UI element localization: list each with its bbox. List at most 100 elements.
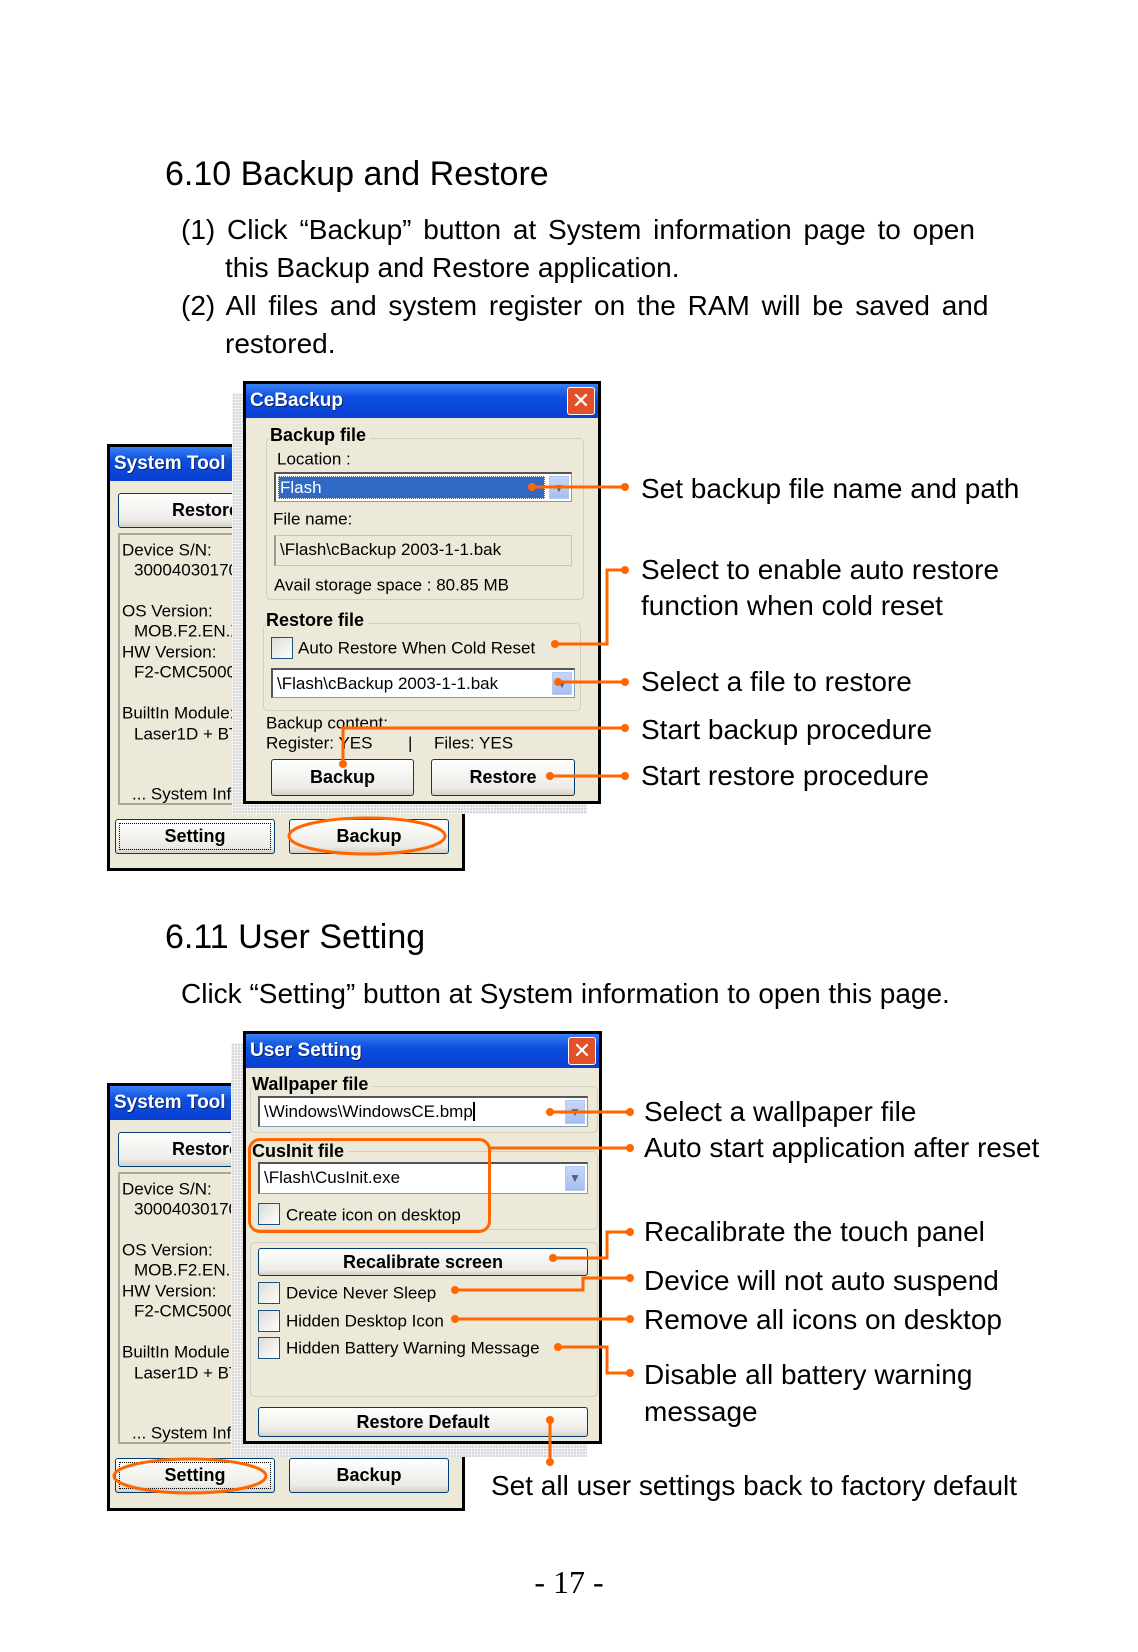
text-cursor: ​ — [472, 1102, 475, 1121]
info-value: F2-CMC5000-C — [134, 1301, 254, 1321]
never-sleep-checkbox[interactable] — [258, 1282, 280, 1304]
create-icon-label: Create icon on desktop — [286, 1205, 461, 1225]
restore-default-button[interactable]: Restore Default — [258, 1407, 588, 1437]
info-value: Laser1D + BT — [134, 724, 240, 744]
callout-label: Start backup procedure — [641, 714, 933, 745]
callout-dot — [626, 1315, 634, 1323]
auto-restore-label: Auto Restore When Cold Reset — [298, 638, 536, 658]
backup-button[interactable]: Backup — [289, 1458, 449, 1493]
close-icon[interactable]: ✕ — [567, 387, 595, 415]
backup-button[interactable]: Backup — [289, 819, 449, 854]
info-label: BuiltIn Module: — [122, 1342, 235, 1362]
group-label: Restore file — [266, 610, 369, 630]
chevron-down-icon[interactable]: ▼ — [549, 476, 569, 499]
title-bar: User Setting — [246, 1034, 599, 1068]
backup-file-group — [266, 438, 584, 600]
info-label: HW Version: — [122, 642, 217, 662]
restore-file-select[interactable]: \Flash\cBackup 2003-1-1.bak ▼ — [271, 668, 575, 698]
cusinit-select[interactable]: \Flash\CusInit.exe ▼ — [258, 1162, 588, 1194]
location-value: Flash — [278, 476, 545, 499]
callout-label: Set backup file name and path — [641, 473, 1020, 504]
callout-label: Disable all battery warning — [644, 1359, 973, 1390]
highlight-box — [248, 1138, 491, 1233]
cebackup-window: CeBackup ✕ Backup file Location : Flash … — [243, 381, 601, 804]
callout-dot — [626, 1144, 634, 1152]
file-name-field[interactable]: \Flash\cBackup 2003-1-1.bak — [274, 535, 572, 566]
restore-file-value: \Flash\cBackup 2003-1-1.bak — [277, 674, 499, 693]
page-number: - 17 - — [534, 1564, 604, 1600]
callout-dot — [621, 566, 629, 574]
callout-label: Start restore procedure — [641, 760, 929, 791]
callout-dot — [621, 772, 629, 780]
setting-button[interactable]: Setting — [115, 819, 275, 854]
callout-label: Remove all icons on desktop — [644, 1304, 1002, 1335]
setting-button[interactable]: Setting — [115, 1458, 275, 1493]
info-label: Device S/N: — [122, 1179, 212, 1199]
separator: | — [408, 733, 413, 753]
register-status: Register: YES — [266, 733, 373, 753]
paragraph-line: Click “Setting” button at System informa… — [181, 978, 950, 1009]
callout-label: Select a wallpaper file — [644, 1096, 917, 1127]
info-label: OS Version: — [122, 1240, 213, 1260]
callout-dot — [621, 483, 629, 491]
system-info-link[interactable]: ... System Info — [132, 784, 241, 804]
hidden-icon-checkbox[interactable] — [258, 1310, 280, 1332]
never-sleep-label: Device Never Sleep — [286, 1283, 437, 1303]
group-label: Backup file — [270, 425, 371, 445]
group-label: Wallpaper file — [252, 1074, 373, 1094]
system-info-link[interactable]: ... System Info — [132, 1423, 241, 1443]
info-value: MOB.F2.EN.XX — [134, 621, 254, 641]
info-value: 30004030170 — [134, 1199, 239, 1219]
callout-label: Set all user settings back to factory de… — [491, 1470, 1018, 1501]
callout-dot — [626, 1274, 634, 1282]
location-select[interactable]: Flash ▼ — [274, 472, 572, 502]
callout-dot — [626, 1108, 634, 1116]
callout-label: Recalibrate the touch panel — [644, 1216, 985, 1247]
restore-start-button[interactable]: Restore — [431, 759, 575, 796]
info-label: OS Version: — [122, 601, 213, 621]
backup-start-button[interactable]: Backup — [271, 759, 414, 796]
info-value: MOB.F2.EN.XX — [134, 1260, 254, 1280]
callout-label: message — [644, 1396, 758, 1427]
callout-label: Auto start application after reset — [644, 1132, 1040, 1163]
section-heading-user-setting: 6.11 User Setting — [165, 918, 426, 956]
callout-dot — [621, 724, 629, 732]
callout-label: Select a file to restore — [641, 666, 912, 697]
avail-storage: Avail storage space : 80.85 MB — [274, 575, 509, 595]
callout-label: function when cold reset — [641, 590, 943, 621]
info-label: Device S/N: — [122, 540, 212, 560]
recalibrate-button[interactable]: Recalibrate screen — [258, 1248, 588, 1276]
callout-dot — [621, 678, 629, 686]
info-value: 30004030170 — [134, 560, 239, 580]
cusinit-value: \Flash\CusInit.exe — [264, 1168, 401, 1187]
callout-label: Select to enable auto restore — [641, 554, 1000, 585]
file-name-label: File name: — [273, 509, 353, 529]
hidden-battery-checkbox[interactable] — [258, 1337, 280, 1359]
backup-content-label: Backup content: — [266, 713, 388, 733]
callout-dot — [626, 1228, 634, 1236]
files-status: Files: YES — [434, 733, 514, 753]
user-setting-window: User Setting ✕ Wallpaper file \Windows\W… — [243, 1031, 602, 1444]
info-value: Laser1D + BT — [134, 1363, 240, 1383]
group-label: CusInit file — [252, 1141, 349, 1161]
chevron-down-icon[interactable]: ▼ — [552, 672, 572, 695]
info-label: BuiltIn Module: — [122, 703, 235, 723]
close-icon[interactable]: ✕ — [568, 1037, 596, 1065]
callout-dot — [546, 1458, 554, 1466]
info-value: F2-CMC5000-C — [134, 662, 254, 682]
wallpaper-value: \Windows\WindowsCE.bmp — [264, 1102, 473, 1121]
chevron-down-icon[interactable]: ▼ — [565, 1166, 585, 1191]
restore-file-group — [263, 623, 581, 711]
callout-label: Device will not auto suspend — [644, 1265, 999, 1296]
wallpaper-group — [250, 1086, 598, 1133]
chevron-down-icon[interactable]: ▼ — [565, 1100, 585, 1124]
paragraph-line: (2) All files and system register on the… — [181, 290, 989, 321]
auto-restore-checkbox[interactable] — [271, 637, 293, 659]
callout-dot — [626, 1369, 634, 1377]
wallpaper-select[interactable]: \Windows\WindowsCE.bmp​ ▼ — [258, 1096, 588, 1127]
create-icon-checkbox[interactable] — [258, 1203, 280, 1225]
location-label: Location : — [277, 449, 351, 469]
paragraph-line: this Backup and Restore application. — [225, 252, 680, 283]
info-box: Device S/N: 30004030170 OS Version: MOB.… — [118, 1172, 318, 1444]
section-heading-backup: 6.10 Backup and Restore — [165, 155, 549, 193]
